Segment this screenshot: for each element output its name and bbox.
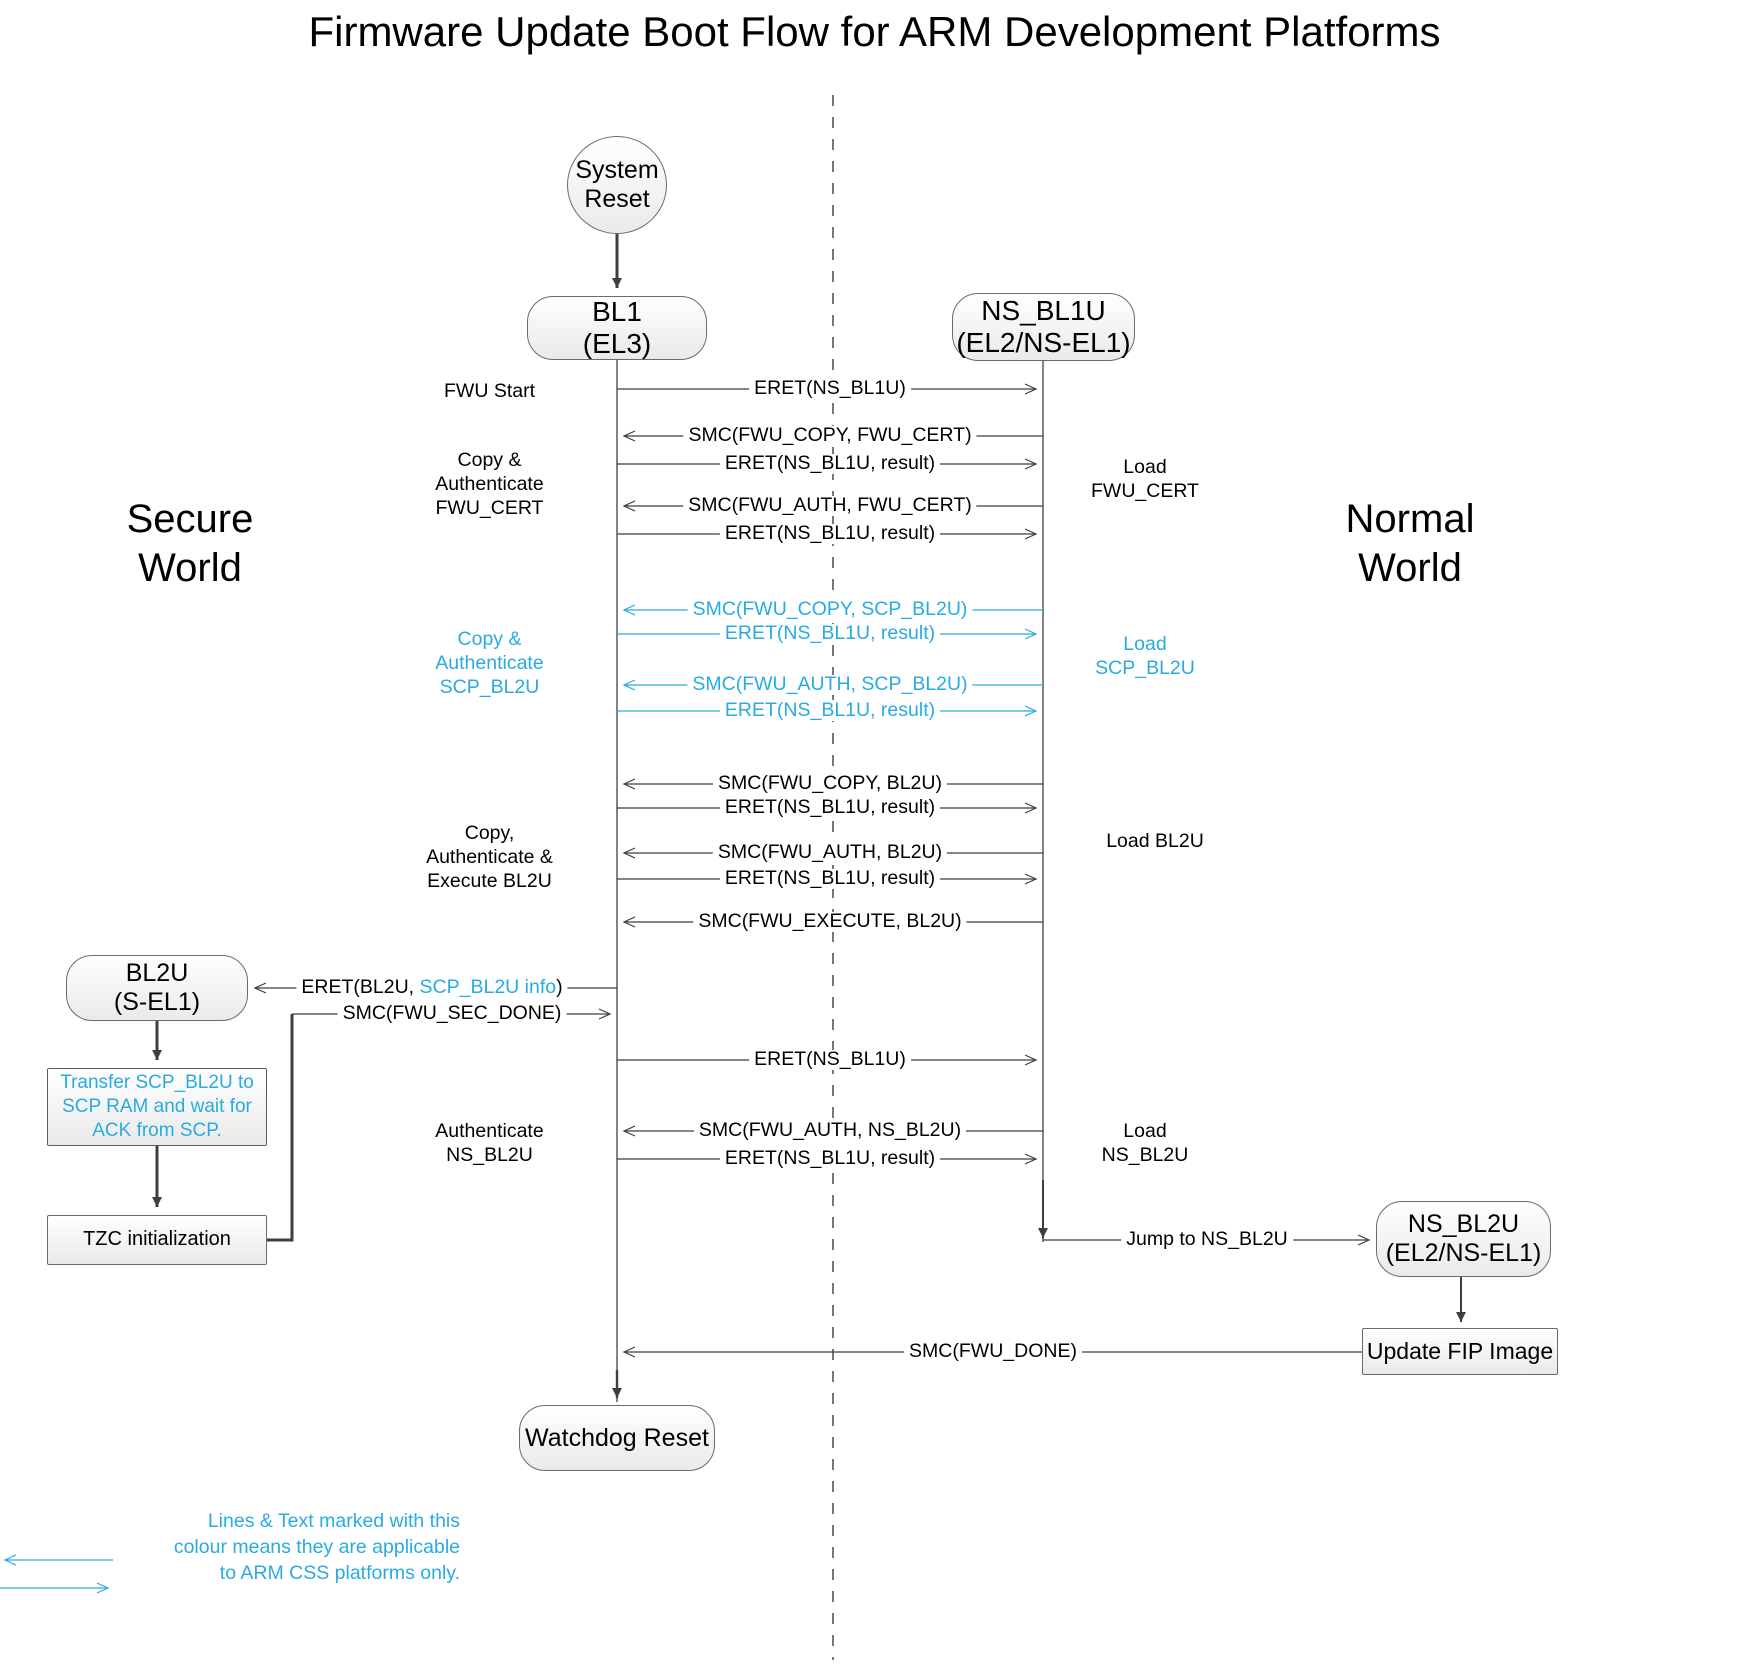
node-bl1-line1: BL1 [592,295,642,327]
annotation-copy-auth-exec-line1: Copy, [464,822,515,844]
annotation-copy-auth-exec-bl2u: Copy, Authenticate & Execute BL2U [382,822,597,893]
annotation-authenticate-ns-bl2u: Authenticate NS_BL2U [382,1120,597,1168]
annotation-copy-auth-cert: Copy & Authenticate FWU_CERT [382,449,597,520]
node-ns-bl2u-line2: (EL2/NS-EL1) [1385,1239,1542,1267]
annotation-copy-auth-scp-line3: SCP_BL2U [439,675,540,698]
message-label-m20: Jump to NS_BL2U [1121,1229,1293,1250]
annotation-copy-auth-scp: Copy & Authenticate SCP_BL2U [382,628,597,699]
node-update-fip-label: Update FIP Image [1366,1338,1554,1365]
node-update-fip-image[interactable]: Update FIP Image [1362,1328,1558,1375]
node-bl1-line2: (EL3) [582,328,652,359]
page-title: Firmware Update Boot Flow for ARM Develo… [308,8,1441,55]
message-label-m3: ERET(NS_BL1U, result) [719,453,941,474]
m15-text-pre: ERET(BL2U, [301,976,420,998]
message-label-m10: SMC(FWU_COPY, BL2U) [713,773,947,794]
annotation-load-bl2u: Load BL2U [1106,830,1204,852]
annotation-load-scp-line2: SCP_BL2U [1095,656,1195,679]
annotation-fwu-start: FWU Start [444,380,535,402]
message-label-m19: ERET(NS_BL1U, result) [719,1148,941,1169]
node-transfer-line3: ACK from SCP. [92,1120,222,1142]
secure-world-line2: World [138,545,242,590]
annotation-load-fwu-cert: Load FWU_CERT [1060,456,1230,504]
node-transfer-line1: Transfer SCP_BL2U to [60,1071,254,1093]
annotation-copy-auth-cert-line1: Copy & [457,449,522,471]
annotation-load-cert-line2: FWU_CERT [1091,479,1199,502]
message-label-m14: SMC(FWU_EXECUTE, BL2U) [693,911,967,932]
node-tzc-label: TZC initialization [83,1228,231,1251]
path-tzc-to-bl1 [267,1014,294,1242]
node-watchdog-reset[interactable]: Watchdog Reset [519,1405,715,1471]
normal-world-label: Normal World [1280,495,1540,593]
message-label-m17: ERET(NS_BL1U) [749,1049,911,1070]
node-watchdog-label: Watchdog Reset [525,1423,709,1452]
legend-line3: to ARM CSS platforms only. [219,1562,460,1585]
message-label-m2: SMC(FWU_COPY, FWU_CERT) [683,425,977,446]
annotation-load-scp-line1: Load [1123,633,1167,655]
message-label-m13: ERET(NS_BL1U, result) [719,868,941,889]
m15-text-post: ) [556,976,563,998]
node-ns-bl1u-line2: (EL2/NS-EL1) [956,327,1131,358]
node-bl2u[interactable]: BL2U (S-EL1) [66,955,248,1021]
node-bl2u-line1: BL2U [125,959,189,987]
annotation-copy-auth-scp-line2: Authenticate [435,651,544,674]
message-label-m7: ERET(NS_BL1U, result) [719,623,941,644]
message-label-m1: ERET(NS_BL1U) [749,378,911,399]
node-system-reset-line2: Reset [584,185,650,213]
annotation-auth-ns-line2: NS_BL2U [446,1143,533,1166]
secure-world-label: Secure World [60,495,320,593]
annotation-copy-auth-exec-line2: Authenticate & [426,845,553,868]
annotation-load-ns-bl2u: Load NS_BL2U [1060,1120,1230,1168]
m15-text-accent: SCP_BL2U info [419,976,557,998]
message-label-m15: ERET(BL2U, SCP_BL2U info) [296,976,568,998]
legend-line1: Lines & Text marked with this [207,1510,460,1532]
annotation-copy-auth-scp-line1: Copy & [457,628,522,650]
node-ns-bl1u[interactable]: NS_BL1U (EL2/NS-EL1) [952,293,1135,361]
message-label-m12: SMC(FWU_AUTH, BL2U) [712,842,948,863]
normal-world-line2: World [1358,545,1462,590]
normal-world-line1: Normal [1345,497,1475,541]
message-label-m18: SMC(FWU_AUTH, NS_BL2U) [693,1120,967,1141]
message-label-m8: SMC(FWU_AUTH, SCP_BL2U) [687,674,973,695]
node-system-reset[interactable]: System Reset [567,136,667,234]
legend-line2: colour means they are applicable [173,1536,460,1559]
node-ns-bl2u-line1: NS_BL2U [1407,1210,1520,1238]
message-label-m6: SMC(FWU_COPY, SCP_BL2U) [687,599,973,620]
node-bl1[interactable]: BL1 (EL3) [527,296,707,360]
node-system-reset-line1: System [575,156,659,184]
node-transfer-scp-bl2u[interactable]: Transfer SCP_BL2U to SCP RAM and wait fo… [47,1068,267,1146]
annotation-load-ns-line2: NS_BL2U [1101,1143,1189,1166]
message-label-m21: SMC(FWU_DONE) [904,1341,1082,1362]
legend-note: Lines & Text marked with this colour mea… [140,1508,460,1586]
node-transfer-line2: SCP RAM and wait for [62,1095,252,1117]
annotation-load-cert-line1: Load [1123,456,1167,478]
message-label-m16: SMC(FWU_SEC_DONE) [337,1003,567,1024]
message-label-m5: ERET(NS_BL1U, result) [719,523,941,544]
annotation-auth-ns-line1: Authenticate [435,1120,544,1142]
message-label-m9: ERET(NS_BL1U, result) [719,700,941,721]
message-label-m11: ERET(NS_BL1U, result) [719,797,941,818]
secure-world-line1: Secure [126,497,254,541]
node-ns-bl2u[interactable]: NS_BL2U (EL2/NS-EL1) [1376,1201,1551,1277]
annotation-load-scp-bl2u: Load SCP_BL2U [1060,633,1230,681]
node-tzc-initialization[interactable]: TZC initialization [47,1215,267,1265]
message-label-m4: SMC(FWU_AUTH, FWU_CERT) [683,495,977,516]
node-ns-bl1u-line1: NS_BL1U [981,294,1106,326]
annotation-copy-auth-cert-line2: Authenticate [435,472,544,495]
annotation-copy-auth-exec-line3: Execute BL2U [427,869,552,892]
annotation-load-ns-line1: Load [1123,1120,1167,1142]
node-bl2u-line2: (S-EL1) [113,988,201,1016]
annotation-copy-auth-cert-line3: FWU_CERT [435,496,544,519]
